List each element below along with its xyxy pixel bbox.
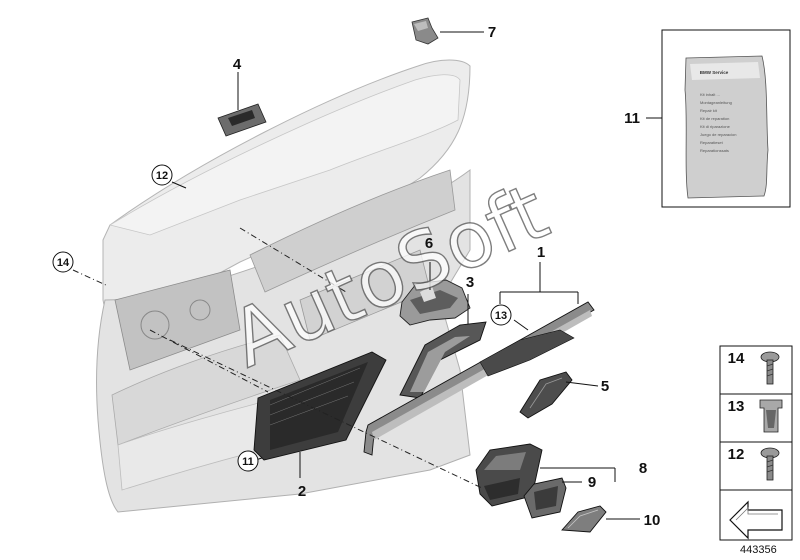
svg-text:Repair kit: Repair kit	[700, 108, 718, 113]
part-3-handle-trim	[399, 321, 487, 399]
legend-number-12: 12	[728, 446, 745, 463]
part-labels: 4 7 6 3 1 5 2 8 9 10 11	[233, 24, 661, 529]
label-3: 3	[466, 274, 474, 291]
part-2-speaker-grille	[253, 351, 387, 461]
part-4-bezel	[217, 103, 267, 137]
leader-lines	[171, 31, 640, 520]
svg-text:Kit inhalt ...: Kit inhalt ...	[700, 92, 720, 97]
circled-labels: 12 14 13 11	[52, 164, 512, 472]
circled-label-11: 11	[237, 450, 259, 472]
fastener-legend-panel: 14 13 12	[719, 345, 793, 541]
part-1-trim-strip	[363, 301, 595, 456]
label-1: 1	[537, 244, 545, 261]
svg-text:Juego de reparacion: Juego de reparacion	[700, 132, 736, 137]
svg-text:11: 11	[242, 456, 254, 468]
clip-icon	[759, 399, 783, 433]
svg-text:14: 14	[57, 257, 70, 269]
label-10: 10	[644, 512, 661, 529]
part-7-clip	[411, 17, 439, 45]
label-2: 2	[298, 483, 306, 500]
svg-text:12: 12	[156, 170, 168, 182]
svg-text:13: 13	[495, 310, 507, 322]
legend-number-14: 14	[728, 350, 745, 367]
svg-text:Montageanleitung: Montageanleitung	[700, 100, 732, 105]
svg-text:Reparationssats: Reparationssats	[700, 148, 729, 153]
legend-number-13: 13	[728, 398, 745, 415]
part-5-bracket	[519, 371, 573, 419]
circled-label-13: 13	[490, 304, 512, 326]
label-7: 7	[488, 24, 496, 41]
svg-text:Reparatieset: Reparatieset	[700, 140, 724, 145]
label-5: 5	[601, 378, 609, 395]
screw-icon	[760, 447, 780, 481]
arrow-icon	[729, 500, 783, 540]
legend-row-13: 13	[728, 398, 783, 433]
svg-text:Kit de reparation: Kit de reparation	[700, 116, 729, 121]
label-6: 6	[425, 235, 433, 252]
packet-brand: BMW Service	[700, 70, 729, 75]
part-11-repair-kit: BMW Service Kit inhalt ... Montageanleit…	[646, 29, 791, 208]
svg-text:Kit di riparazione: Kit di riparazione	[700, 124, 731, 129]
part-9-switch-cover	[523, 477, 567, 519]
packet-text-lines: Kit inhalt ... Montageanleitung Repair k…	[700, 92, 736, 153]
label-8: 8	[639, 460, 647, 477]
circled-label-14: 14	[52, 251, 74, 273]
part-6-handle-mechanism	[399, 279, 471, 326]
circled-label-12: 12	[151, 164, 173, 186]
legend-row-12: 12	[728, 446, 780, 481]
part-8-switch-block	[475, 443, 543, 507]
label-9: 9	[588, 474, 596, 491]
part-10-trim-piece	[561, 505, 607, 533]
legend-row-14: 14	[728, 350, 780, 385]
label-11: 11	[624, 110, 640, 127]
screw-icon	[760, 351, 780, 385]
label-4: 4	[233, 56, 242, 73]
assembly-lines	[72, 227, 483, 489]
document-number: 443356	[740, 544, 777, 556]
